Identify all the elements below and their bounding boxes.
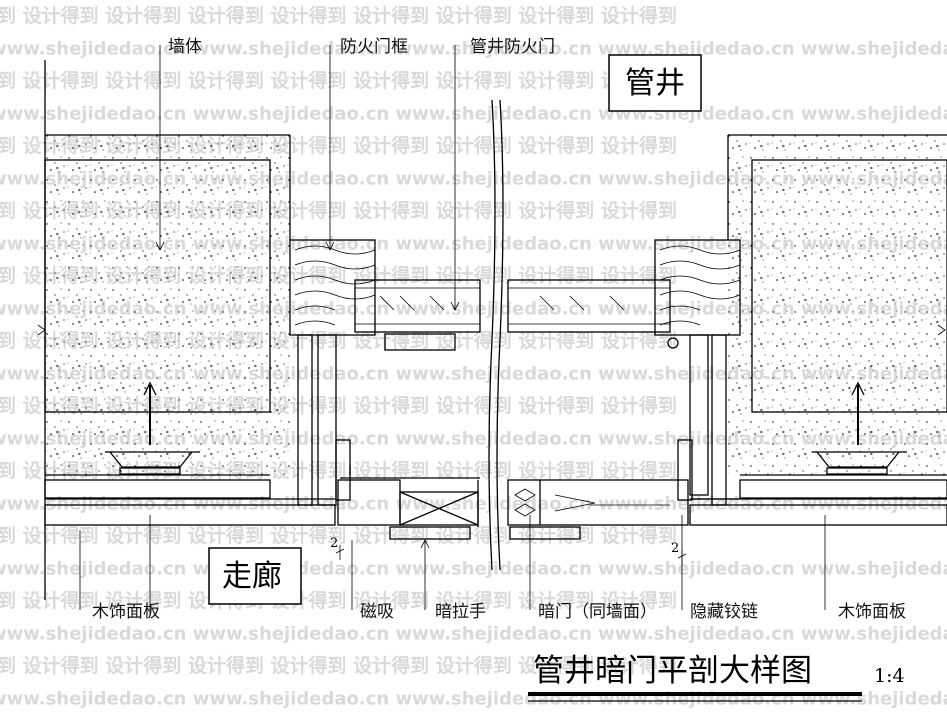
wall-label: 墙体 <box>168 37 202 57</box>
right-wall <box>689 134 947 526</box>
left-door-frame <box>289 239 481 540</box>
door-frame-label: 防火门框 <box>340 37 408 57</box>
watermark-row-url: www.shejidedao.cn www.shejidedao.cn www.… <box>0 559 947 580</box>
watermark-row-cn: 设计得到 设计得到 设计得到 设计得到 设计得到 设计得到 设计得到 设计得到 … <box>0 524 677 547</box>
watermark-row-cn: 设计得到 设计得到 设计得到 设计得到 设计得到 设计得到 设计得到 设计得到 … <box>0 589 677 612</box>
hidden-hinge-label: 隐藏铰链 <box>690 602 758 622</box>
left-wall <box>37 60 336 600</box>
watermark-row-cn: 设计得到 设计得到 设计得到 设计得到 设计得到 设计得到 设计得到 设计得到 … <box>0 4 677 27</box>
watermark-row-url: www.shejidedao.cn www.shejidedao.cn www.… <box>0 494 947 515</box>
shaft-label: 管井 <box>625 66 685 101</box>
leader-lines <box>79 45 826 615</box>
shaft-box <box>608 54 702 112</box>
watermark-row-cn: 设计得到 设计得到 设计得到 设计得到 设计得到 设计得到 设计得到 设计得到 … <box>0 654 677 677</box>
watermark-row-url: www.shejidedao.cn www.shejidedao.cn www.… <box>0 39 947 60</box>
break-lines <box>488 99 504 571</box>
watermark-row-url: www.shejidedao.cn www.shejidedao.cn www.… <box>0 104 947 125</box>
corridor-box <box>208 547 302 605</box>
wood-panel-left-label: 木饰面板 <box>92 602 160 622</box>
dim-left: 2 <box>330 536 338 551</box>
drawing-title: 管井暗门平剖大样图 <box>533 653 812 689</box>
hidden-handle-label: 暗拉手 <box>435 602 486 622</box>
corridor-label: 走廊 <box>222 559 282 594</box>
watermark-row-url: www.shejidedao.cn www.shejidedao.cn www.… <box>0 689 947 710</box>
watermark-row-url: www.shejidedao.cn www.shejidedao.cn www.… <box>0 624 947 645</box>
shaft-fire-door-label: 管井防火门 <box>470 37 555 57</box>
drawing-scale: 1:4 <box>874 665 905 687</box>
dim-right: 2 <box>671 541 679 556</box>
magnet-label: 磁吸 <box>360 602 394 622</box>
watermark-row-cn: 设计得到 设计得到 设计得到 设计得到 设计得到 设计得到 设计得到 设计得到 … <box>0 69 677 92</box>
wood-panel-right-label: 木饰面板 <box>838 602 906 622</box>
hidden-door-label: 暗门（同墙面） <box>538 602 657 622</box>
